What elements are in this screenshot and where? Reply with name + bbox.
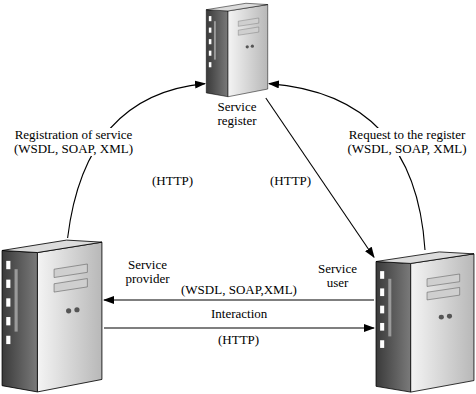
server-icon xyxy=(205,2,269,98)
edge-label: (WSDL, SOAP,XML) xyxy=(179,283,299,297)
protocol-note: (HTTP) xyxy=(150,174,195,188)
edge-label: (HTTP) xyxy=(216,333,261,347)
server-node: Service register xyxy=(205,2,269,98)
server-node: Service user xyxy=(374,250,476,394)
connector-arrow xyxy=(104,327,374,328)
server-icon xyxy=(374,250,476,394)
server-icon xyxy=(0,238,104,394)
edge-label: Request to the register (WSDL, SOAP, XML… xyxy=(338,128,476,156)
server-label: Service user xyxy=(310,262,365,290)
server-node: Service provider xyxy=(0,238,104,394)
server-label: Service provider xyxy=(120,258,175,286)
connector-arrow xyxy=(68,84,205,238)
connector-arrow xyxy=(269,84,425,250)
server-label: Service register xyxy=(210,100,265,128)
edge-label: (HTTP) xyxy=(268,174,313,188)
connector-arrow xyxy=(266,98,374,257)
protocol-note: Interaction xyxy=(209,307,269,321)
edge-label: Registration of service (WSDL, SOAP, XML… xyxy=(4,128,143,156)
connector-arrow xyxy=(104,299,374,300)
